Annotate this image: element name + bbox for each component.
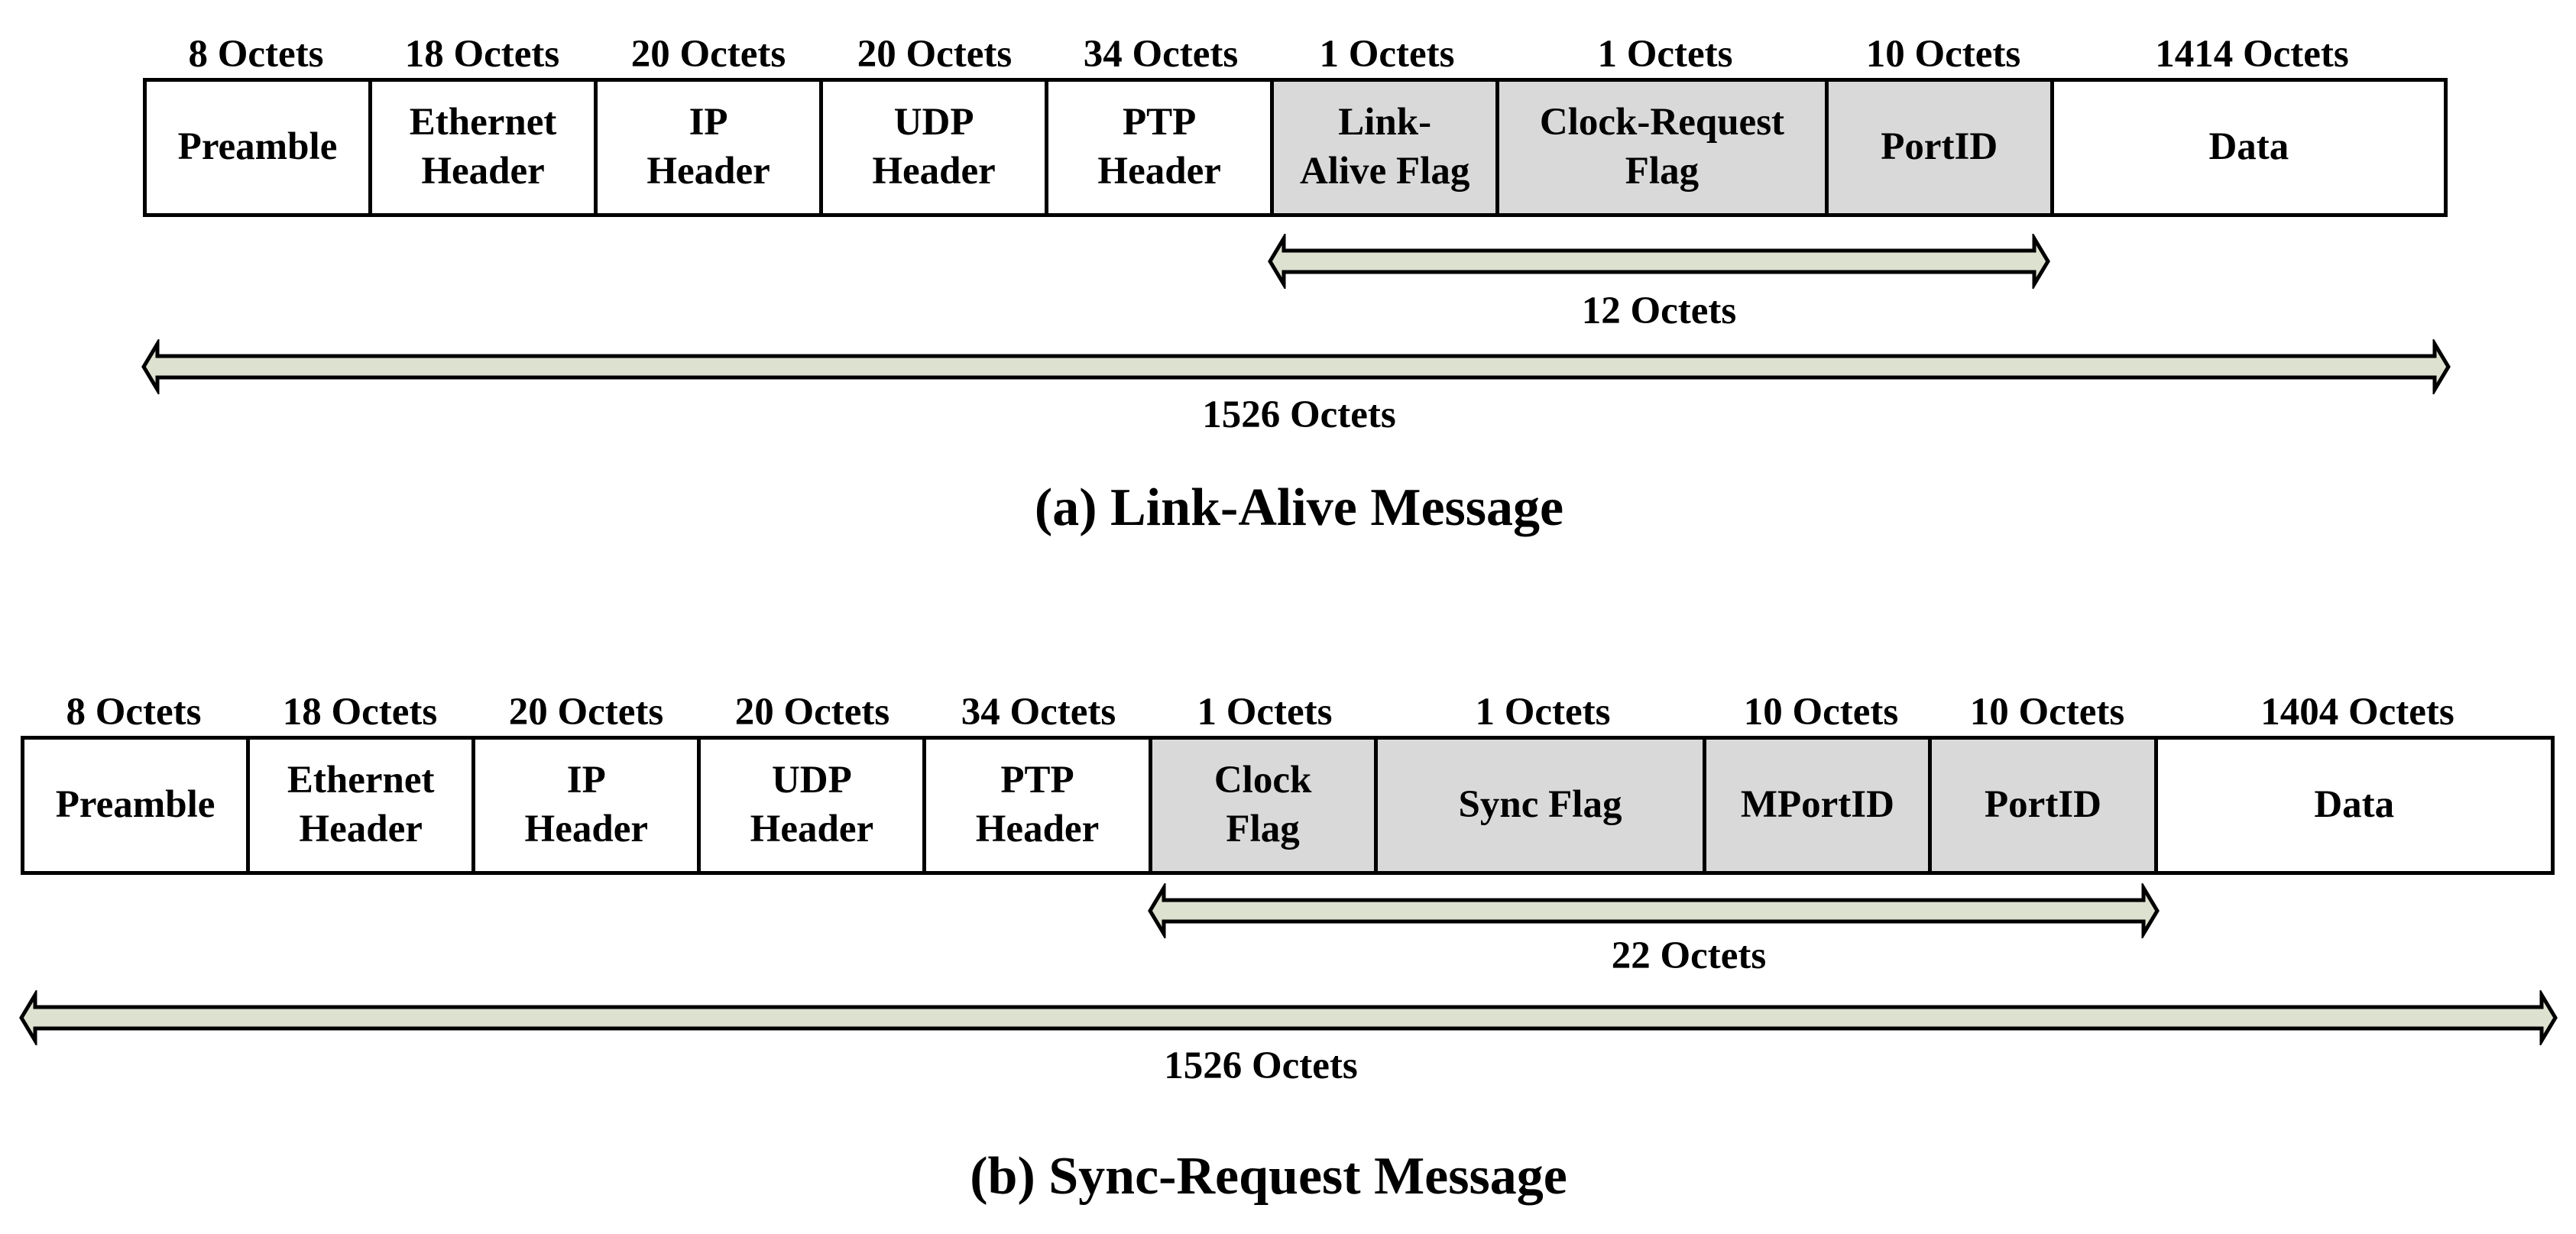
link-alive-field-label: Data <box>2208 125 2289 169</box>
link-alive-field-label: Preamble <box>177 125 338 169</box>
link-alive-size-row: 8 Octets 18 Octets 20 Octets 20 Octets 34 Oc… <box>0 28 2576 81</box>
link-alive-field-size-label: 20 Octets <box>630 33 786 76</box>
link-alive-field-size-label: 1 Octets <box>1319 33 1455 76</box>
link-alive-total-span-label: 1526 Octets <box>1202 394 1396 436</box>
sync-request-field-label: Data <box>2314 783 2395 827</box>
link-alive-caption: (a) Link-Alive Message <box>1034 478 1564 537</box>
sync-request-field-size-label: 8 Octets <box>66 691 202 734</box>
sync-request-total-span-label: 1526 Octets <box>1164 1045 1358 1087</box>
sync-request-field-label: IP Header <box>524 759 648 850</box>
sync-request-field-size-label: 10 Octets <box>1743 691 1899 734</box>
sync-request-field-size-label: 20 Octets <box>508 691 664 734</box>
sync-request-inner-span-label: 22 Octets <box>1611 934 1767 977</box>
link-alive-field: IP Header <box>598 82 824 213</box>
link-alive-field: Link- Alive Flag <box>1274 82 1500 213</box>
link-alive-field-size-label: 8 Octets <box>188 33 324 76</box>
sync-request-field: Ethernet Header <box>250 740 476 871</box>
sync-request-field-size-label: 1 Octets <box>1197 691 1333 734</box>
sync-request-field-label: Clock Flag <box>1213 759 1312 850</box>
sync-request-field-size-label: 18 Octets <box>282 691 438 734</box>
sync-request-field: PortID <box>1932 740 2158 871</box>
sync-request-field-size-label: 1 Octets <box>1475 691 1611 734</box>
sync-request-total-span-arrow <box>19 990 2558 1045</box>
link-alive-field-size-label: 10 Octets <box>1865 33 2021 76</box>
sync-request-field: Clock Flag <box>1152 740 1378 871</box>
sync-request-field-label: PTP Header <box>975 759 1100 850</box>
link-alive-field-label: UDP Header <box>872 101 996 193</box>
sync-request-field-label: PortID <box>1985 783 2101 827</box>
link-alive-field: UDP Header <box>823 82 1049 213</box>
link-alive-field-size-label: 18 Octets <box>404 33 560 76</box>
sync-request-caption: (b) Sync-Request Message <box>970 1147 1567 1206</box>
link-alive-field: Preamble <box>147 82 373 213</box>
link-alive-inner-span-arrow <box>1268 234 2050 289</box>
link-alive-field: Ethernet Header <box>372 82 598 213</box>
link-alive-field-size-label: 1414 Octets <box>2155 33 2349 76</box>
sync-request-field: MPortID <box>1706 740 1933 871</box>
sync-request-size-row: 8 Octets 18 Octets 20 Octets 20 Octets 34 Oc… <box>0 685 2576 739</box>
sync-request-frame: Preamble Ethernet Header IP Header UDP Head… <box>21 736 2555 875</box>
sync-request-field: UDP Header <box>701 740 927 871</box>
link-alive-frame: Preamble Ethernet Header IP Header UDP Head… <box>143 78 2448 217</box>
sync-request-field-label: Ethernet Header <box>287 759 435 850</box>
link-alive-field: PTP Header <box>1048 82 1275 213</box>
link-alive-field-size-label: 34 Octets <box>1083 33 1239 76</box>
link-alive-total-span-arrow <box>141 339 2451 394</box>
sync-request-field-size-label: 10 Octets <box>1969 691 2125 734</box>
link-alive-field-label: PortID <box>1881 125 1998 169</box>
sync-request-field-label: UDP Header <box>750 759 874 850</box>
sync-request-field-size-label: 1404 Octets <box>2260 691 2454 734</box>
sync-request-field: IP Header <box>475 740 702 871</box>
link-alive-inner-span-label: 12 Octets <box>1581 290 1737 332</box>
sync-request-field-label: Sync Flag <box>1458 783 1622 827</box>
link-alive-field: Clock-Request Flag <box>1499 82 1829 213</box>
link-alive-field-label: Link- Alive Flag <box>1299 101 1470 193</box>
sync-request-inner-span-arrow <box>1148 883 2160 938</box>
link-alive-field-label: Clock-Request Flag <box>1539 101 1785 193</box>
link-alive-field: Data <box>2054 82 2444 213</box>
sync-request-field: Data <box>2158 740 2551 871</box>
sync-request-field: Sync Flag <box>1377 740 1707 871</box>
link-alive-field: PortID <box>1828 82 2054 213</box>
sync-request-field-label: Preamble <box>55 783 215 827</box>
link-alive-field-label: IP Header <box>646 101 770 193</box>
sync-request-field-size-label: 34 Octets <box>961 691 1116 734</box>
link-alive-field-label: Ethernet Header <box>409 101 557 193</box>
link-alive-field-label: PTP Header <box>1097 101 1221 193</box>
link-alive-field-size-label: 20 Octets <box>857 33 1013 76</box>
sync-request-field-size-label: 20 Octets <box>734 691 890 734</box>
sync-request-field-label: MPortID <box>1740 783 1894 827</box>
link-alive-field-size-label: 1 Octets <box>1597 33 1733 76</box>
sync-request-field: Preamble <box>24 740 251 871</box>
sync-request-field: PTP Header <box>926 740 1152 871</box>
